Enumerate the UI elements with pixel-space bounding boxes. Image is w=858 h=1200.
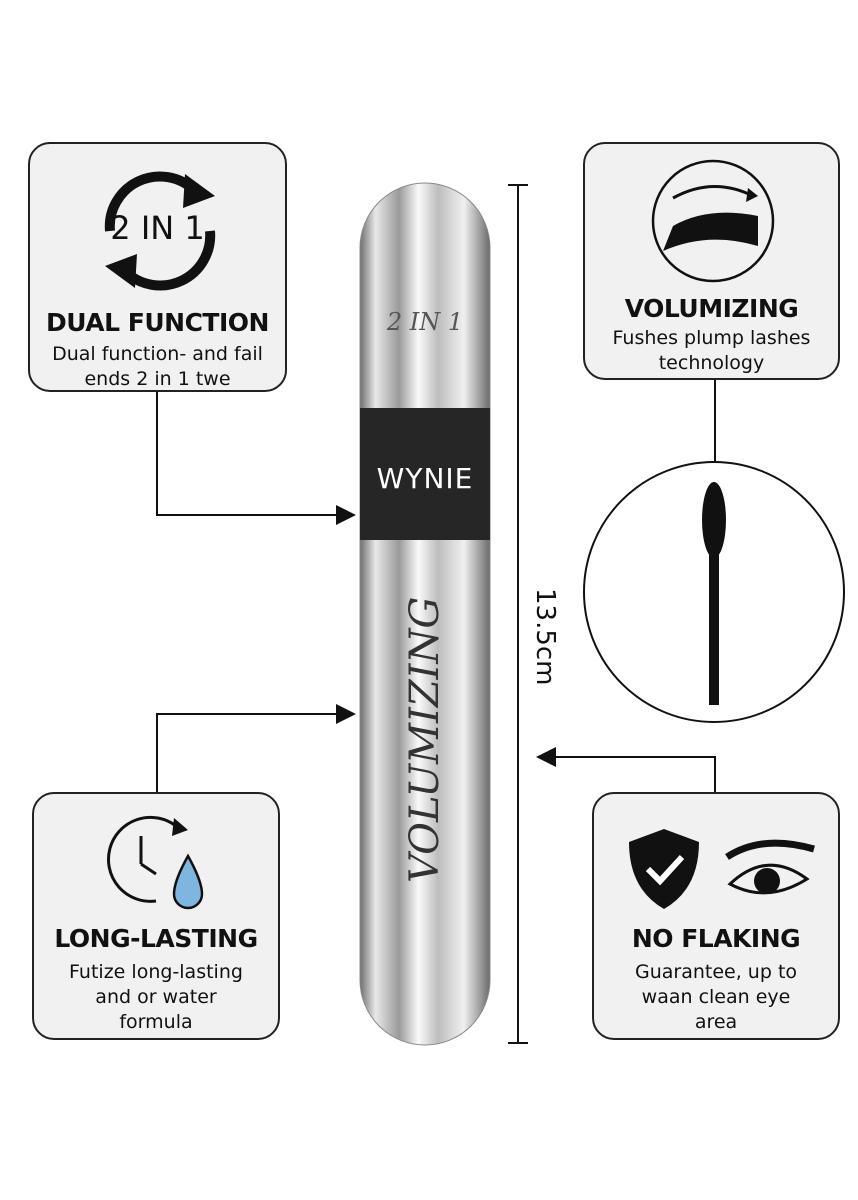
arrow-long-lasting <box>156 704 356 792</box>
brand-band <box>360 408 490 540</box>
feature-desc: ends 2 in 1 twe <box>84 368 231 390</box>
mascara-tube <box>359 182 491 1046</box>
feature-desc: Guarantee, up to <box>634 961 798 983</box>
feature-title: NO FLAKING <box>631 924 801 953</box>
feature-desc: technology <box>658 352 765 374</box>
feature-title: VOLUMIZING <box>624 294 799 323</box>
arrow-no-flaking <box>536 747 716 792</box>
eye-icon <box>725 839 815 895</box>
feature-dual-function: 2 IN 1 DUAL FUNCTION Dual function- and … <box>28 142 287 392</box>
dimension-line <box>508 184 528 1044</box>
feature-desc: Fushes plump lashes <box>612 327 811 349</box>
feature-title: DUAL FUNCTION <box>46 308 269 337</box>
feature-no-flaking: NO FLAKING Guarantee, up to waan clean e… <box>592 792 840 1040</box>
feature-desc: Dual function- and fail <box>52 343 263 365</box>
feature-desc: and or water <box>95 986 217 1008</box>
brush-circle <box>583 461 845 723</box>
dimension-label: 13.5cm <box>530 588 560 686</box>
feature-desc: Futize long-lasting <box>69 961 243 983</box>
feature-desc: waan clean eye <box>641 986 791 1008</box>
rotate-arrows-icon <box>104 171 216 291</box>
feature-volumizing: VOLUMIZING Fushes plump lashes technolog… <box>583 142 840 380</box>
lashes-icon <box>651 159 775 283</box>
brand-label: WYNIE <box>376 462 474 495</box>
tube-body-text: VOLUMIZING <box>402 596 448 883</box>
feature-desc: area <box>694 1011 738 1033</box>
shield-check-icon <box>629 829 699 909</box>
arrow-dual-function <box>156 392 356 525</box>
tube-cap-text: 2 IN 1 <box>386 308 464 336</box>
feature-title: LONG-LASTING <box>54 924 258 953</box>
feature-desc: formula <box>119 1011 193 1033</box>
feature-long-lasting: LONG-LASTING Futize long-lasting and or … <box>32 792 280 1040</box>
icon-label: 2 IN 1 <box>110 209 205 247</box>
clock-water-drop-icon <box>107 815 204 910</box>
